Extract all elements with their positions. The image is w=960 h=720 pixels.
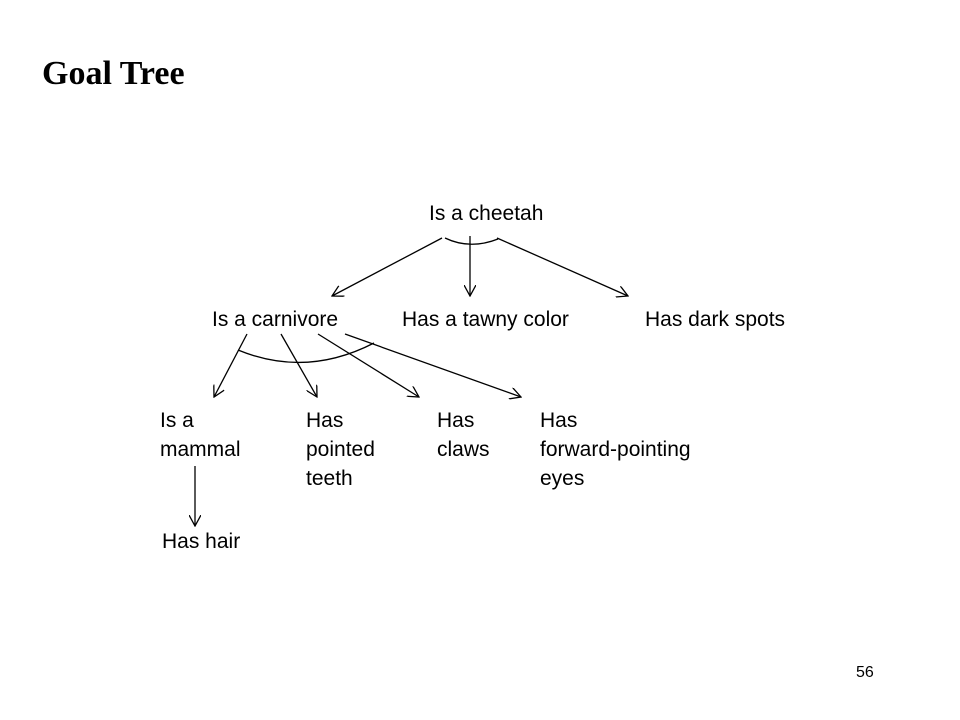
edge-cheetah-carnivore (332, 237, 443, 296)
edge-carnivore-eyes (344, 333, 521, 397)
node-is-a-cheetah: Is a cheetah (429, 202, 544, 225)
node-has-pointed-teeth: Has pointed teeth (306, 409, 375, 490)
node-has-claws: Has claws (437, 409, 490, 461)
and-arc-cheetah (444, 237, 499, 245)
edge-carnivore-mammal (214, 333, 248, 397)
edge-cheetah-spots (496, 237, 628, 296)
page-number: 56 (856, 664, 874, 681)
edge-carnivore-teeth (280, 333, 317, 397)
and-arc-carnivore (237, 342, 375, 364)
node-is-a-mammal: Is a mammal (160, 409, 241, 461)
edge-carnivore-claws (317, 333, 419, 397)
node-has-dark-spots: Has dark spots (645, 308, 786, 331)
node-has-hair: Has hair (162, 530, 241, 553)
node-has-a-tawny-color: Has a tawny color (402, 308, 569, 331)
node-is-a-carnivore: Is a carnivore (212, 308, 339, 331)
page-title: Goal Tree (42, 55, 185, 92)
node-has-forward-pointing-eyes: Has forward-pointing eyes (540, 409, 691, 490)
